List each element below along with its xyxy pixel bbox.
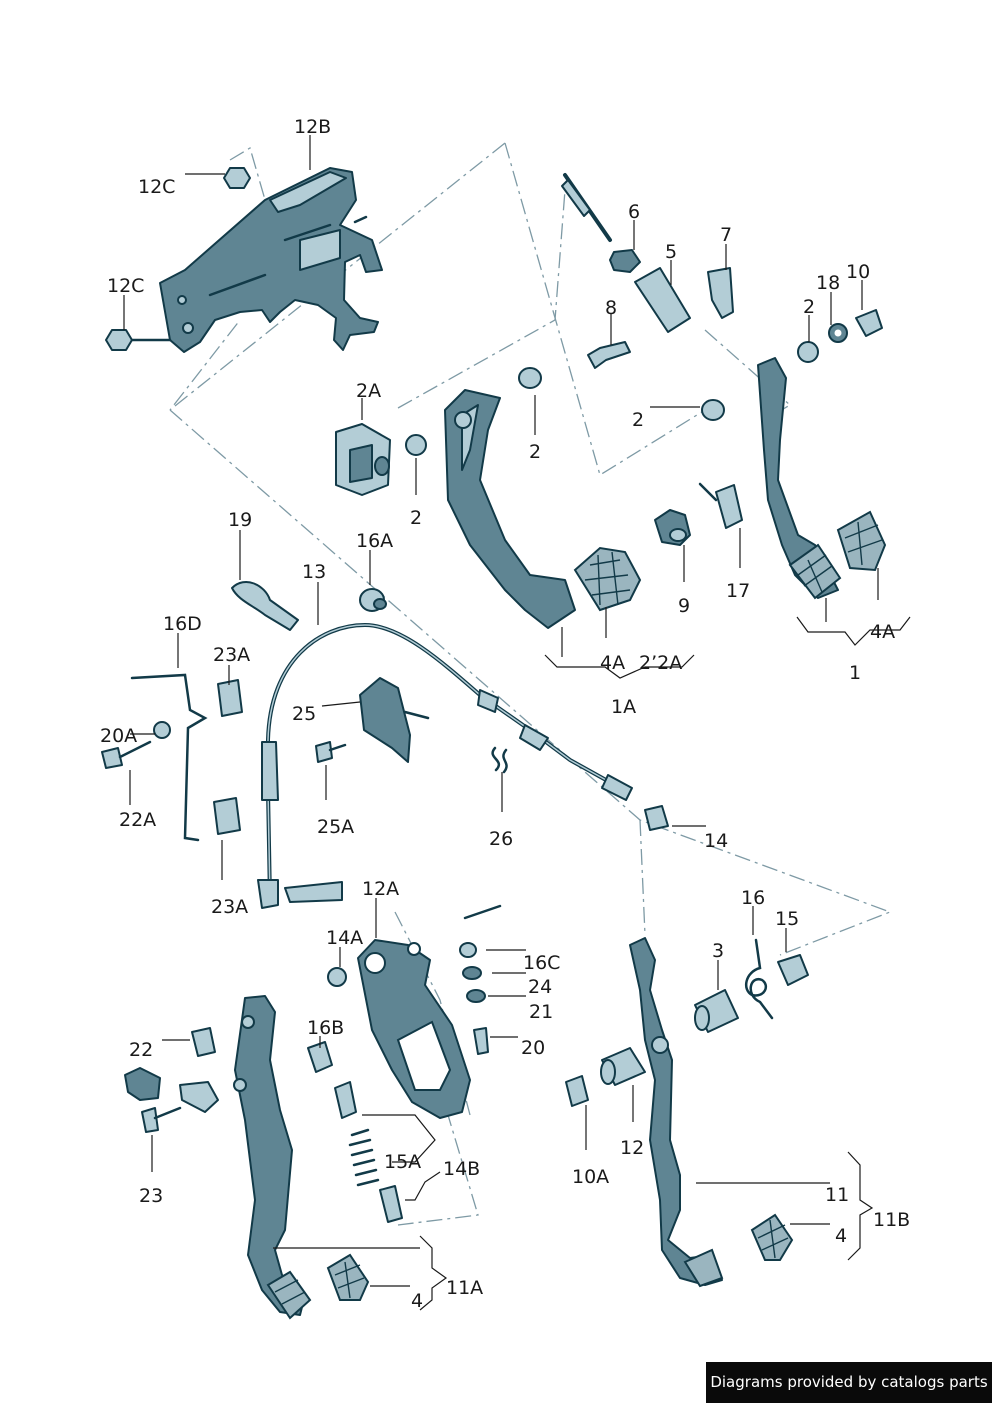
label-23A-top: 23A (213, 644, 250, 666)
label-2-mid-left: 2 (410, 507, 422, 529)
label-7: 7 (720, 224, 732, 246)
label-12: 12 (620, 1137, 644, 1159)
label-2-mid-right: 2 (529, 441, 541, 463)
part-labels: 12B 12C 12C 6 5 7 8 18 10 2 2A 2 2 2 9 1… (100, 116, 910, 1312)
label-16B: 16B (307, 1017, 344, 1039)
label-12C-left: 12C (107, 275, 144, 297)
label-11B: 11B (873, 1209, 910, 1231)
label-16D: 16D (163, 613, 202, 635)
clutch-cable-icon (257, 622, 633, 909)
label-16C: 16C (523, 952, 560, 974)
cable-bracket-icon (359, 677, 430, 763)
label-16A: 16A (356, 530, 393, 552)
clutch-lever-icon (357, 904, 502, 1119)
spring-icon (334, 1081, 403, 1223)
label-20A: 20A (100, 725, 137, 747)
clevis-icon (634, 267, 691, 333)
clip-icon (101, 679, 243, 835)
retaining-clip-icon (707, 267, 734, 319)
clutch-pedal-icon (233, 995, 312, 1320)
label-1A: 1A (611, 696, 636, 718)
label-4A-right: 4A (870, 621, 895, 643)
accelerator-pedal-icon (750, 1213, 794, 1261)
label-14: 14 (704, 830, 728, 852)
leader-lines (123, 135, 911, 1311)
accelerator-pedal-icon (326, 1253, 370, 1301)
label-16: 16 (741, 887, 765, 909)
label-1: 1 (849, 662, 861, 684)
label-22A-mid: 2’2A (639, 652, 682, 674)
label-4-right: 4 (835, 1225, 847, 1247)
pushrod-icon (124, 1067, 219, 1133)
label-9: 9 (678, 595, 690, 617)
label-20: 20 (521, 1037, 545, 1059)
label-21: 21 (529, 1001, 553, 1023)
pushrod-icon (561, 173, 641, 273)
label-25A: 25A (317, 816, 354, 838)
brake-pedal-icon (629, 937, 724, 1288)
label-25: 25 (292, 703, 316, 725)
label-22A: 22A (119, 809, 156, 831)
hex-nut-icon (105, 167, 251, 351)
label-17: 17 (726, 580, 750, 602)
washer-icon (327, 942, 489, 1055)
label-6: 6 (628, 201, 640, 223)
brake-pedal-icon (444, 389, 642, 629)
spring-clip-icon (491, 746, 508, 774)
label-5: 5 (665, 241, 677, 263)
clutch-pedal-icon (757, 357, 887, 600)
label-12A: 12A (362, 878, 399, 900)
label-8: 8 (605, 297, 617, 319)
label-19: 19 (228, 509, 252, 531)
label-3: 3 (712, 940, 724, 962)
label-12C-top: 12C (138, 176, 175, 198)
bushing-icon (405, 309, 883, 456)
label-18: 18 (816, 272, 840, 294)
label-14B: 14B (443, 1158, 480, 1180)
label-15: 15 (775, 908, 799, 930)
support-rod-icon (130, 673, 208, 842)
rubber-stop-icon (654, 509, 691, 546)
label-12B: 12B (294, 116, 331, 138)
label-10: 10 (846, 261, 870, 283)
label-10A: 10A (572, 1166, 609, 1188)
label-4A-mid: 4A (600, 652, 625, 674)
cable-clip-icon (644, 805, 669, 831)
pedal-bracket-icon (159, 167, 383, 353)
label-24: 24 (528, 976, 552, 998)
watermark-badge: Diagrams provided by catalogs parts (706, 1362, 992, 1403)
clip-icon (191, 1027, 589, 1107)
grommet-icon (359, 588, 387, 612)
label-4-bottom: 4 (411, 1290, 423, 1312)
label-2-far: 2 (632, 409, 644, 431)
label-15A: 15A (384, 1151, 421, 1173)
label-11A: 11A (446, 1277, 483, 1299)
label-22: 22 (129, 1039, 153, 1061)
label-13: 13 (302, 561, 326, 583)
label-14A: 14A (326, 927, 363, 949)
label-23A-bottom: 23A (211, 896, 248, 918)
label-2A: 2A (356, 380, 381, 402)
label-2-right: 2 (803, 296, 815, 318)
pedal-switch-icon (698, 482, 743, 529)
bolt-icon (315, 741, 347, 763)
bearing-block-icon (335, 423, 391, 496)
clamp-icon (231, 581, 299, 631)
bolt-icon (587, 341, 631, 369)
label-23: 23 (139, 1185, 163, 1207)
label-26: 26 (489, 828, 513, 850)
bushing-icon (600, 938, 809, 1086)
label-11: 11 (825, 1184, 849, 1206)
